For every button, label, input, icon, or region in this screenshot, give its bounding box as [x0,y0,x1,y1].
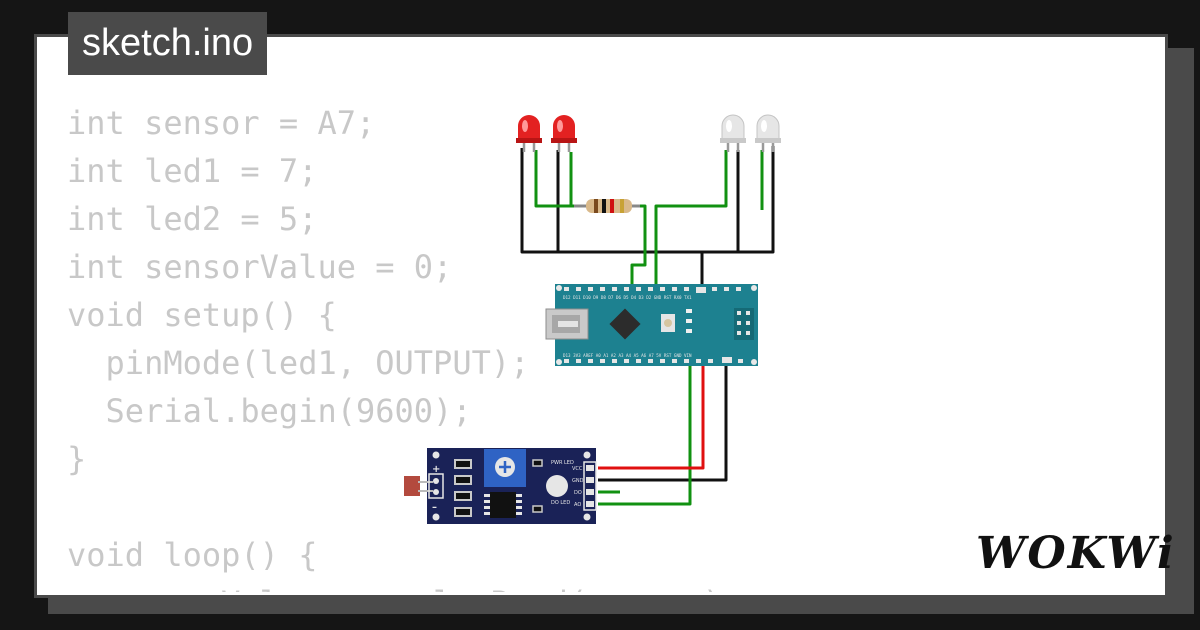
arduino-nano[interactable]: D12 D11 D10 D9 D8 D7 D6 D5 D4 D3 D2 GND … [545,284,758,366]
reset-button-cap [664,319,672,327]
green-wire [654,150,728,292]
black-wire-sensor-gnd [598,360,728,482]
potentiometer[interactable] [484,449,526,487]
code-line: void loop() { [67,536,318,574]
led-white-1[interactable] [720,114,746,152]
red-wires [598,360,705,470]
resistor[interactable] [574,199,640,213]
black-wires [520,146,775,482]
code-line: void setup() { [67,296,337,334]
code-line: Serial.begin(9600); [67,392,472,430]
icsp-pins [737,311,750,335]
code-line: int led2 = 5; [67,200,318,238]
usb-connector [545,308,589,340]
smd-led [686,329,692,333]
pin-label-gnd: GND [572,478,584,484]
header-pins-bottom [564,357,743,363]
green-wire [534,150,588,208]
smd-led [686,309,692,313]
sensor-pins [586,465,594,507]
led-red-2[interactable] [551,115,577,152]
microcontroller-chip [609,308,641,340]
pin-label-vcc: VCC [572,466,583,472]
pin-label-do: DO [574,490,582,496]
wokwi-logo: WOKWi [976,528,1176,579]
code-line: int sensorValue = 0; [67,248,453,286]
code-editor[interactable]: int sensor = A7; int led1 = 7; int led2 = … [67,99,741,592]
plus-label: + [432,464,440,475]
top-pin-labels: D12 D11 D10 D9 D8 D7 D6 D5 D4 D3 D2 GND … [563,295,692,300]
pin-label-ao: AO [574,502,581,508]
filename-tab[interactable]: sketch.ino [68,12,268,75]
code-line: pinMode(led1, OUTPUT); [67,344,530,382]
black-wire-gnd-bus [520,146,775,254]
green-wire-sensor-ao [598,360,692,506]
smd-components [454,459,543,517]
green-wire [625,204,647,292]
photoresistor [404,476,420,496]
minus-label: – [432,502,437,513]
code-line: } [67,440,87,478]
pwr-led-label: PWR LED [551,460,574,466]
led-red-1[interactable] [516,115,542,152]
ldr-sensor-module[interactable]: + – PWR LED DO LED [404,448,597,524]
code-line: int led1 = 7; [67,152,318,190]
bottom-pin-labels: D13 3V3 AREF A0 A1 A2 A3 A4 A5 A6 A7 5V … [563,353,692,358]
led-white-2[interactable] [755,114,781,152]
red-wire-sensor-vcc [598,360,705,470]
do-led-label: DO LED [551,500,570,506]
code-line: sensorValue = analogRead(sensor); [67,579,742,592]
smd-led [686,319,692,323]
led-lens [546,475,568,497]
header-pins-top [564,287,741,293]
comparator-chip [484,492,522,518]
code-line: int sensor = A7; [67,104,376,142]
code-area: int sensor = A7; int led1 = 7; int led2 = … [34,34,1162,592]
